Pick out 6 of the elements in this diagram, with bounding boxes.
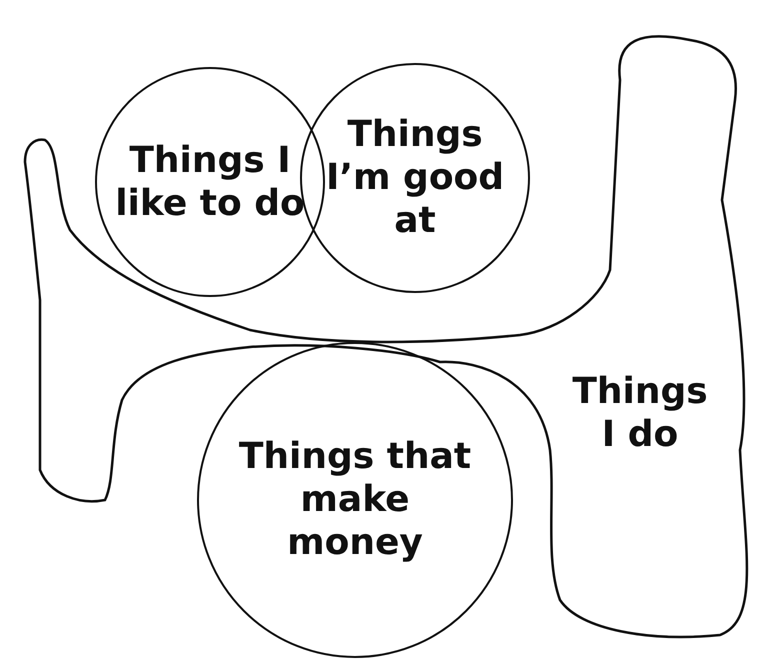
set-label: Things I like to do (115, 139, 305, 226)
set-label: Things I do (571, 370, 709, 456)
venn-circle (197, 342, 513, 658)
set-label: Things I’m good at (324, 113, 506, 243)
venn-circle (95, 67, 325, 297)
set-label: Things that make money (238, 435, 472, 565)
